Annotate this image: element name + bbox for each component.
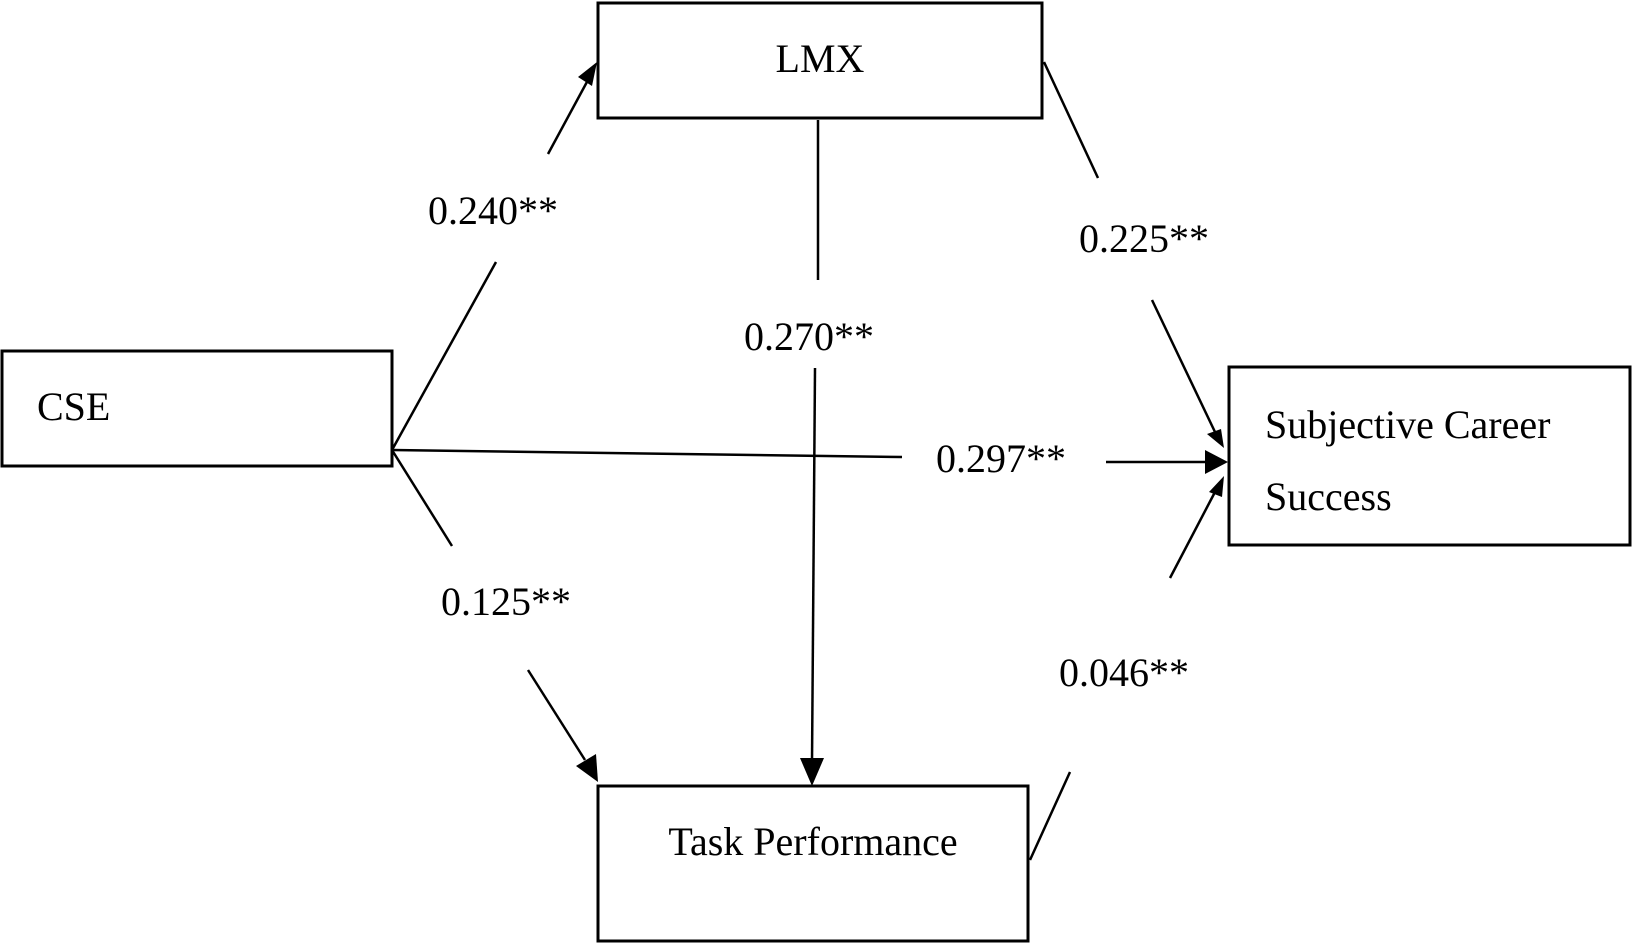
arrowhead-success-bottom [1209,476,1224,497]
node-cse-label: CSE [37,384,110,429]
edge-cse-to-lmx [390,62,597,451]
edge-cse-to-task [390,449,598,782]
coef-cse-to-task: 0.125** [441,579,571,624]
coef-lmx-to-task: 0.270** [744,314,874,359]
arrowhead-lmx [578,62,597,86]
edge-lmx-to-success [1042,61,1224,448]
node-subjective-career-success: Subjective Career Success [1227,365,1632,547]
arrowhead-success-top [1207,429,1224,448]
arrowhead-task-top [800,758,824,786]
edge-task-to-success [1028,476,1224,861]
edge-lmx-to-task [800,120,824,786]
coef-task-to-success: 0.046** [1059,650,1189,695]
node-lmx-label: LMX [776,36,865,81]
arrowhead-success-mid [1205,450,1228,474]
arrowhead-task-left [576,754,598,782]
node-lmx: LMX [596,1,1044,120]
coef-cse-to-success: 0.297** [936,436,1066,481]
coef-lmx-to-success: 0.225** [1079,216,1209,261]
node-task-performance-label: Task Performance [668,819,957,864]
coef-cse-to-lmx: 0.240** [428,188,558,233]
node-success-label-line1: Subjective Career [1265,402,1550,447]
edge-cse-to-success [391,448,1228,474]
node-success-label-line2: Success [1265,474,1392,519]
node-task-performance: Task Performance [596,784,1030,943]
node-cse: CSE [0,349,394,468]
